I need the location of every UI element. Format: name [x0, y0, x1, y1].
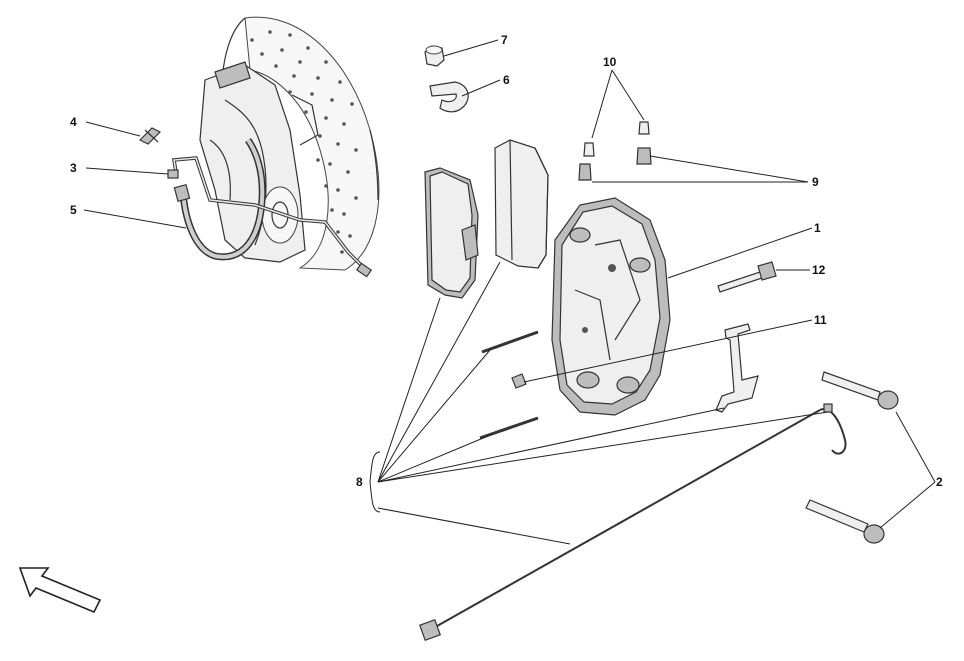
leader-lines — [83, 39, 936, 545]
disc-drill-hole — [310, 92, 314, 96]
brake-caliper — [551, 197, 671, 416]
brake-pad-inner — [424, 167, 479, 299]
callout-5: 5 — [70, 203, 77, 217]
front-direction-arrow-icon — [18, 567, 102, 614]
callout-11: 11 — [814, 313, 827, 327]
disc-drill-hole — [340, 250, 344, 254]
caliper-mounting-bolts — [805, 371, 899, 544]
callout-labels: 1 2 3 4 5 6 7 8 9 10 11 12 — [70, 33, 943, 489]
clip — [138, 127, 162, 145]
disc-drill-hole — [306, 46, 310, 50]
guide-bolt — [717, 261, 777, 293]
disc-drill-hole — [324, 184, 328, 188]
callout-6: 6 — [503, 73, 510, 87]
callout-1: 1 — [814, 221, 821, 235]
disc-drill-hole — [348, 234, 352, 238]
brake-pipe — [167, 156, 373, 278]
disc-drill-hole — [280, 48, 284, 52]
disc-drill-hole — [316, 158, 320, 162]
callout-4: 4 — [70, 115, 77, 129]
disc-drill-hole — [324, 116, 328, 120]
callout-3: 3 — [70, 161, 77, 175]
callout-10: 10 — [603, 55, 617, 69]
disc-drill-hole — [338, 80, 342, 84]
brake-pad-outer — [494, 139, 549, 269]
disc-drill-hole — [330, 98, 334, 102]
pad-kit — [418, 323, 847, 642]
disc-drill-hole — [336, 188, 340, 192]
disc-drill-hole — [342, 122, 346, 126]
disc-drill-hole — [318, 134, 322, 138]
disc-drill-hole — [292, 74, 296, 78]
brake-disc — [221, 16, 380, 271]
disc-drill-hole — [330, 208, 334, 212]
disc-drill-hole — [354, 196, 358, 200]
disc-drill-hole — [336, 142, 340, 146]
disc-drill-hole — [336, 230, 340, 234]
disc-drill-hole — [354, 148, 358, 152]
bleed-screws — [578, 121, 652, 181]
disc-drill-hole — [350, 102, 354, 106]
brake-hose — [173, 137, 266, 261]
disc-drill-hole — [298, 60, 302, 64]
disc-drill-holes — [250, 30, 358, 254]
callout-12: 12 — [812, 263, 826, 277]
disc-drill-hole — [324, 60, 328, 64]
disc-drill-hole — [342, 212, 346, 216]
disc-drill-hole — [250, 38, 254, 42]
disc-drill-hole — [288, 33, 292, 37]
disc-drill-hole — [316, 76, 320, 80]
disc-drill-hole — [274, 64, 278, 68]
disc-drill-hole — [328, 162, 332, 166]
callout-9: 9 — [812, 175, 819, 189]
nut — [424, 45, 445, 67]
hose-bracket — [429, 81, 469, 113]
fitting — [511, 373, 527, 389]
callout-8: 8 — [356, 475, 363, 489]
disc-drill-hole — [346, 170, 350, 174]
disc-drill-hole — [304, 110, 308, 114]
disc-drill-hole — [268, 30, 272, 34]
disc-drill-hole — [260, 52, 264, 56]
callout-2: 2 — [936, 475, 943, 489]
callout-7: 7 — [501, 33, 508, 47]
disc-drill-hole — [288, 90, 292, 94]
